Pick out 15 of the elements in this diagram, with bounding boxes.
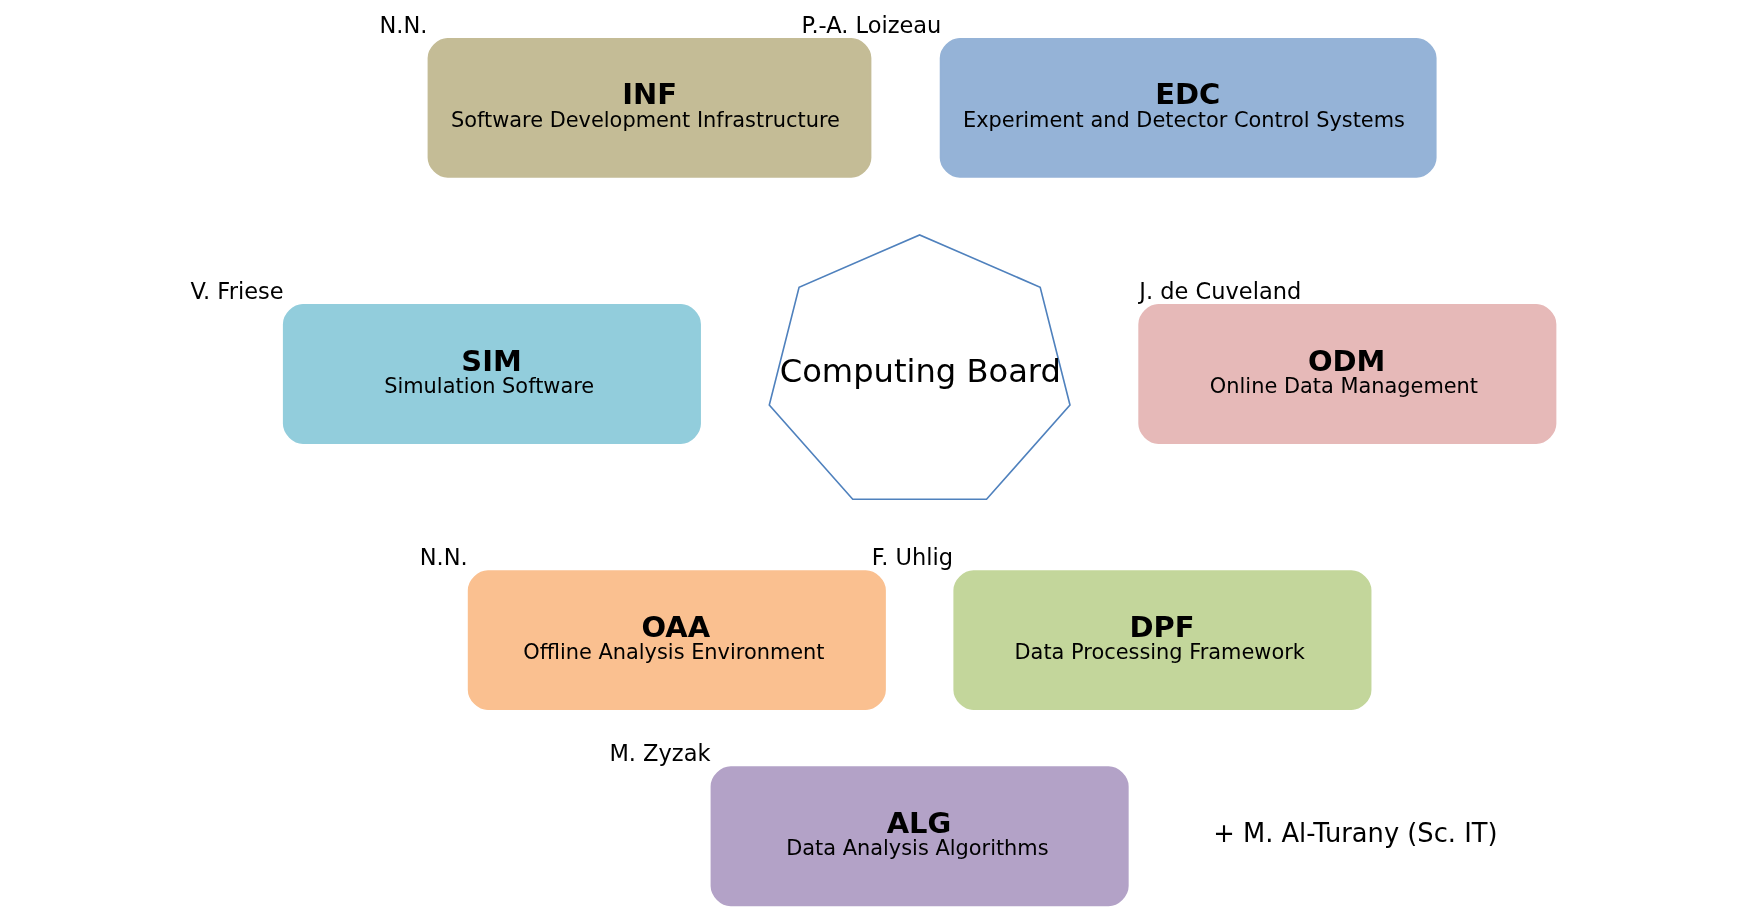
node-box: ODM Online Data Management (1138, 304, 1557, 444)
node-label: F. Uhlig (871, 543, 953, 570)
label: + M. Al-Turany (Sc. IT) (1213, 818, 1498, 849)
node-label: M. Zyzak (609, 740, 711, 767)
node-label: J. de Cuveland (1139, 277, 1302, 304)
node-box: SIM Simulation Software (282, 304, 701, 444)
node-label: P.-A. Loizeau (801, 11, 942, 38)
node-label: V. Friese (190, 277, 284, 304)
node-label: N.N. (379, 11, 428, 38)
node-box: ALG Data Analysis Algorithms (710, 766, 1129, 907)
node-box: INF Software Development Infrastructure (427, 37, 872, 178)
node-box: OAA Offline Analysis Environment (467, 570, 886, 711)
node-label: N.N. (419, 543, 468, 570)
node-box: DPF Data Processing Framework (953, 570, 1372, 711)
node-box: EDC Experiment and Detector Control Systems (939, 37, 1437, 178)
